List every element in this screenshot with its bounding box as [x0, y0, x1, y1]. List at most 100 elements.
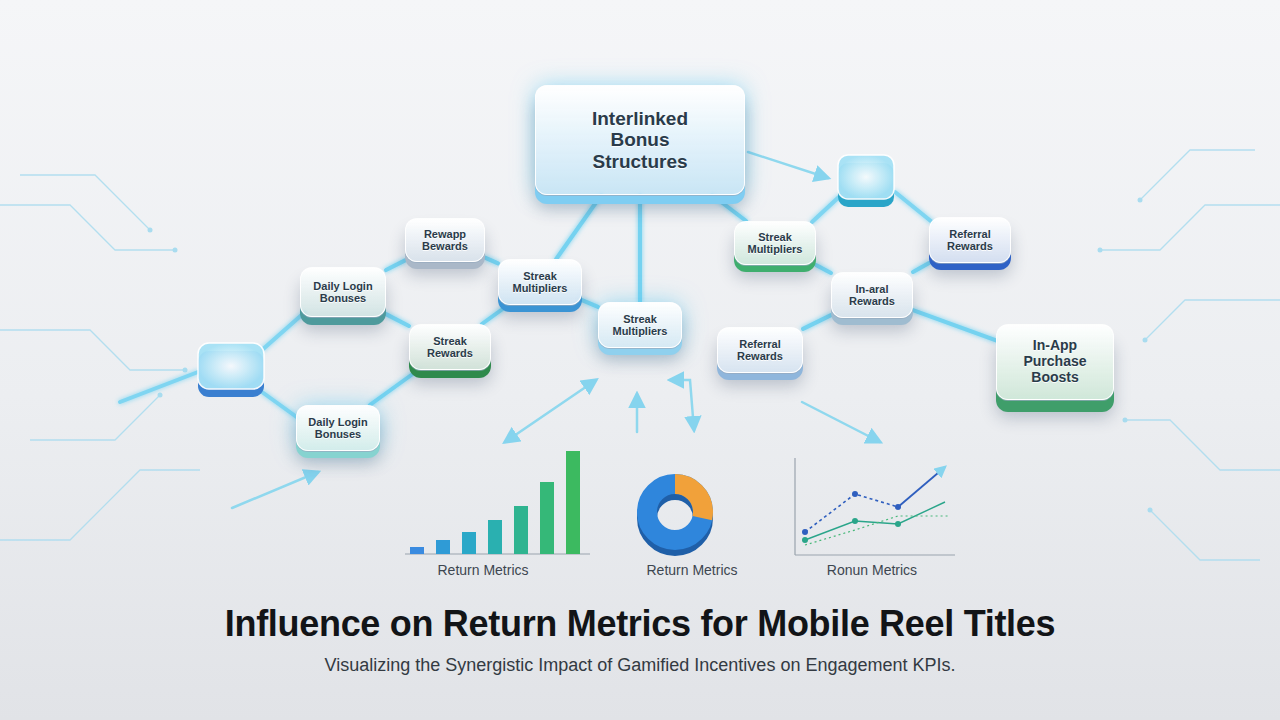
pointer-arrow — [636, 394, 639, 432]
connector — [485, 258, 498, 264]
chart-label: Return Metrics — [393, 562, 573, 578]
connector — [370, 370, 418, 405]
circuit-dot — [148, 228, 153, 233]
circuit-dot — [1138, 198, 1143, 203]
connector — [913, 310, 996, 340]
chart-bar — [436, 540, 450, 554]
node-label: Referral Rewards — [722, 338, 798, 363]
pointer-arrow — [802, 402, 880, 442]
connector — [816, 265, 831, 273]
circuit-dot — [1148, 508, 1153, 513]
connector — [482, 305, 508, 324]
circuit-trace — [20, 175, 150, 230]
bonus-box: Streak Multipliers — [498, 259, 582, 305]
chart-axis — [795, 554, 955, 555]
node-label: In-App Purchase Boosts — [1009, 338, 1101, 385]
node-label: Daily Login Bonuses — [301, 416, 375, 441]
bonus-box: Daily Login Bonuses — [296, 405, 380, 451]
donut-segment — [647, 484, 703, 540]
bonus-box: Streak Multipliers — [598, 302, 682, 348]
glow-link — [120, 192, 932, 418]
connector — [556, 195, 601, 259]
pointer-arrow — [748, 152, 828, 178]
chart-bar — [566, 451, 580, 554]
chart-label: Ronun Metrics — [782, 562, 962, 578]
node-label: Interlinked Bonus Structures — [575, 108, 705, 172]
circuit-trace — [1145, 300, 1280, 340]
chart-dot — [852, 518, 858, 524]
bonus-box: In-App Purchase Boosts — [996, 324, 1114, 400]
circuit-trace — [1125, 420, 1280, 470]
node-label: Referral Rewards — [934, 228, 1006, 253]
circuit-dot — [1143, 338, 1148, 343]
page-caption: Visualizing the Synergistic Impact of Ga… — [0, 655, 1280, 676]
bonus-box: Streak Rewards — [409, 324, 491, 370]
glow-link — [895, 192, 932, 222]
connector — [386, 314, 409, 326]
connector — [913, 263, 929, 272]
donut-ring — [647, 484, 703, 540]
bonus-box: Referral Rewards — [929, 217, 1011, 263]
circuit-trace — [1100, 205, 1280, 250]
node-label: Streak Multipliers — [603, 313, 677, 338]
hub-box: Interlinked Bonus Structures — [535, 85, 745, 195]
pointer-arrow — [505, 380, 596, 442]
circuit-dot — [1098, 248, 1103, 253]
circuit-trace — [30, 395, 160, 440]
chart-bar — [410, 547, 424, 554]
connector — [712, 195, 746, 221]
connector — [582, 300, 598, 307]
connector — [638, 195, 642, 302]
line-chart — [795, 458, 955, 555]
bonus-box: Streak Multipliers — [734, 221, 816, 265]
chart-dot — [895, 521, 901, 527]
circuit-trace — [1150, 510, 1260, 560]
node-label: Streak Rewards — [414, 335, 486, 360]
pointer-arrow — [232, 472, 318, 508]
chart-line — [805, 516, 948, 545]
node-label: Daily Login Bonuses — [305, 280, 381, 305]
node-top — [838, 155, 894, 199]
chart-dot — [852, 491, 858, 497]
node-label: Streak Multipliers — [503, 270, 577, 295]
connector — [386, 260, 405, 270]
circuit-dot — [173, 248, 178, 253]
glow-link — [262, 312, 305, 350]
glow-link — [262, 392, 298, 418]
chart-line — [805, 494, 898, 532]
node-top — [198, 343, 264, 389]
bonus-box: Rewapp Bewards — [405, 218, 485, 262]
circuit-trace — [0, 205, 175, 250]
circuit-trace — [0, 150, 1280, 560]
chart-dot — [802, 537, 808, 543]
bonus-box: In-aral Rewards — [831, 272, 913, 318]
chart-bar — [488, 520, 502, 554]
chart-bar — [514, 506, 528, 554]
chart-bar — [540, 482, 554, 554]
page-title: Influence on Return Metrics for Mobile R… — [0, 603, 1280, 645]
connector — [803, 315, 831, 329]
circuit-dot — [148, 198, 1153, 513]
circuit-trace — [1140, 150, 1255, 200]
bar-chart — [405, 451, 590, 554]
circuit-trace — [0, 330, 185, 370]
pointer-arrow — [670, 380, 694, 430]
pointer-arrow — [232, 152, 880, 508]
chart-bar — [462, 532, 476, 554]
chart-line — [805, 502, 945, 540]
chart-dot — [895, 504, 901, 510]
glow-link — [812, 196, 840, 222]
chart-label: Return Metrics — [602, 562, 782, 578]
chart-axis — [794, 458, 795, 555]
node-label: Rewapp Bewards — [410, 228, 480, 253]
node-label: In-aral Rewards — [836, 283, 908, 308]
chart-line — [898, 467, 945, 507]
chart-dot — [802, 529, 808, 535]
donut-chart — [647, 484, 703, 546]
circuit-dot — [183, 368, 188, 373]
circuit-dot — [1123, 418, 1128, 423]
circuit-dot — [158, 393, 163, 398]
bonus-box: Referral Rewards — [717, 327, 803, 373]
